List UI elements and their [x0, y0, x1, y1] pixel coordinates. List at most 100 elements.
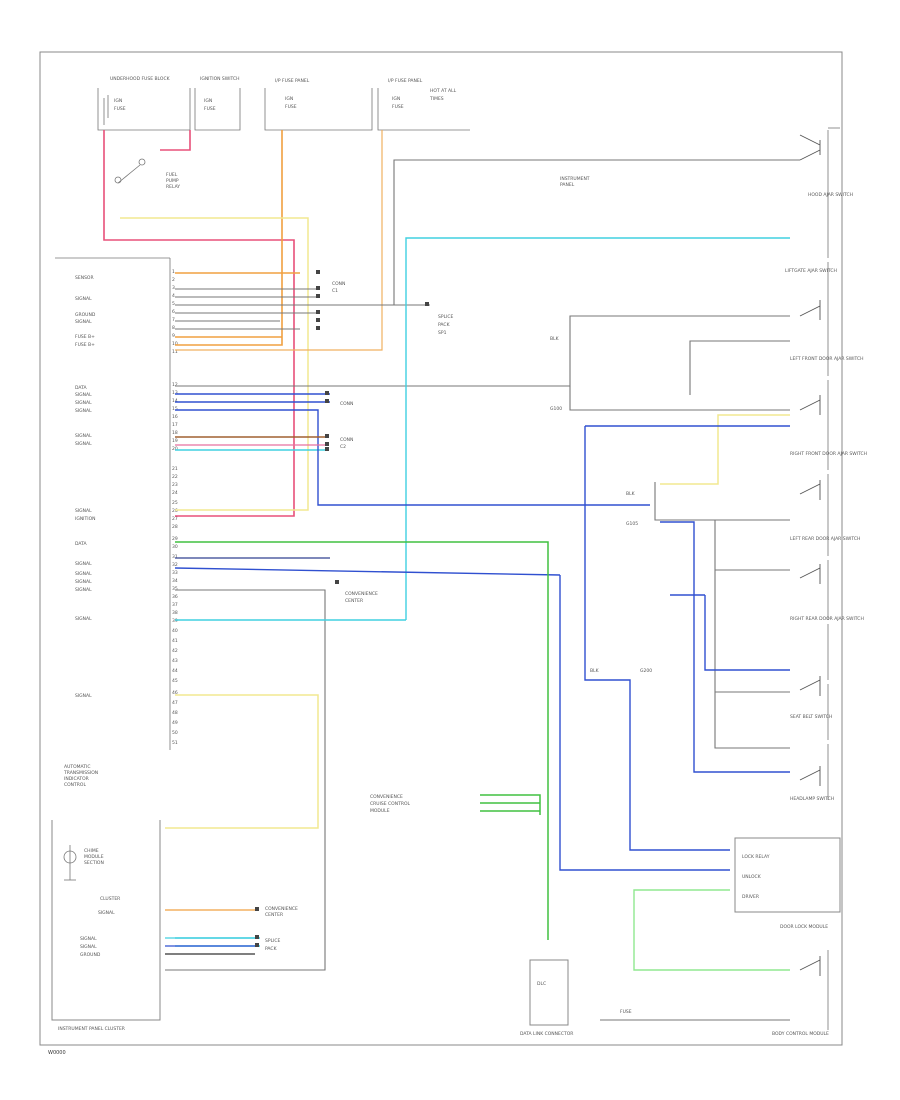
instrument-panel-cluster: CHIME MODULE SECTION CLUSTER SIGNAL SIGN…: [51, 820, 161, 1032]
wire-pink: [103, 130, 295, 517]
svg-text:FUEL: FUEL: [166, 172, 178, 178]
svg-text:FUSE: FUSE: [285, 104, 297, 110]
svg-text:2: 2: [172, 277, 175, 283]
svg-text:17: 17: [172, 422, 178, 428]
svg-text:PACK: PACK: [265, 946, 278, 952]
svg-text:34: 34: [172, 578, 178, 584]
svg-text:SIGNAL: SIGNAL: [75, 579, 92, 585]
wire-gray: [165, 159, 800, 1021]
svg-text:31: 31: [172, 554, 178, 560]
ipc-connector-labels: CONVENIENCE CENTER SPLICE PACK: [265, 906, 298, 952]
svg-text:IGNITION: IGNITION: [75, 516, 96, 522]
svg-text:MODULE: MODULE: [370, 808, 390, 814]
svg-text:SIGNAL: SIGNAL: [75, 616, 92, 622]
svg-text:9: 9: [172, 333, 175, 339]
fuse-block-1: UNDERHOOD FUSE BLOCK IGN FUSE: [97, 76, 191, 131]
svg-text:SIGNAL: SIGNAL: [80, 936, 97, 942]
svg-text:5: 5: [172, 301, 175, 307]
svg-text:SP1: SP1: [438, 330, 447, 336]
svg-text:SIGNAL: SIGNAL: [75, 571, 92, 577]
svg-text:HOT AT ALL: HOT AT ALL: [430, 88, 457, 94]
svg-text:4: 4: [172, 293, 175, 299]
svg-text:SPLICE: SPLICE: [265, 938, 281, 944]
svg-text:G200: G200: [640, 668, 652, 674]
svg-text:SIGNAL: SIGNAL: [75, 433, 92, 439]
svg-text:6: 6: [172, 309, 175, 315]
svg-text:BLK: BLK: [626, 491, 636, 497]
wire-yellow: [120, 217, 790, 829]
svg-text:18: 18: [172, 430, 178, 436]
svg-text:12: 12: [172, 382, 178, 388]
svg-text:19: 19: [172, 438, 178, 444]
switch-symbols: [799, 134, 821, 976]
left-front-door-label: LEFT FRONT DOOR AJAR SWITCH: [790, 356, 864, 362]
svg-text:22: 22: [172, 474, 178, 480]
svg-text:GROUND: GROUND: [75, 312, 96, 318]
door-lock-module: LOCK RELAY UNLOCK DRIVER DOOR LOCK MODUL…: [734, 837, 841, 930]
svg-text:35: 35: [172, 586, 178, 592]
svg-text:20: 20: [172, 446, 178, 452]
wire-blue: [174, 393, 790, 871]
svg-text:21: 21: [172, 466, 178, 472]
inline-connectors: [316, 270, 429, 584]
svg-text:16: 16: [172, 414, 178, 420]
svg-text:FUSE: FUSE: [114, 106, 126, 112]
svg-text:7: 7: [172, 317, 175, 323]
svg-text:INDICATOR: INDICATOR: [64, 776, 89, 782]
svg-text:41: 41: [172, 638, 178, 644]
bcm-label: BODY CONTROL MODULE: [772, 1031, 829, 1037]
figure-code: W0000: [48, 1050, 66, 1056]
svg-text:FUSE B+: FUSE B+: [75, 342, 95, 348]
svg-text:INSTRUMENT: INSTRUMENT: [560, 176, 590, 182]
seat-belt-label: SEAT BELT SWITCH: [790, 714, 832, 720]
svg-text:27: 27: [172, 516, 178, 522]
svg-text:SIGNAL: SIGNAL: [75, 441, 92, 447]
svg-text:CONN: CONN: [340, 401, 353, 407]
fuse-panel-a-label: I/P FUSE PANEL: [275, 78, 310, 84]
svg-text:SIGNAL: SIGNAL: [80, 944, 97, 950]
svg-text:PANEL: PANEL: [560, 182, 575, 188]
svg-text:SIGNAL: SIGNAL: [75, 693, 92, 699]
svg-text:SPLICE: SPLICE: [438, 314, 454, 320]
svg-text:28: 28: [172, 524, 178, 530]
svg-text:CHIME: CHIME: [84, 848, 99, 854]
svg-text:13: 13: [172, 390, 178, 396]
hood-ajar-label: HOOD AJAR SWITCH: [808, 192, 853, 198]
right-front-door-label: RIGHT FRONT DOOR AJAR SWITCH: [790, 451, 867, 457]
svg-text:CONN: CONN: [332, 281, 345, 287]
svg-text:DATA: DATA: [75, 385, 88, 391]
svg-text:CENTER: CENTER: [345, 598, 363, 604]
ipc-wires: [165, 909, 255, 955]
svg-text:LOCK RELAY: LOCK RELAY: [742, 854, 770, 860]
svg-text:FUSE: FUSE: [620, 1009, 632, 1015]
svg-text:32: 32: [172, 562, 178, 568]
svg-text:SENSOR: SENSOR: [75, 275, 94, 281]
svg-text:C1: C1: [332, 288, 338, 294]
svg-text:DLC: DLC: [537, 981, 546, 987]
wire-green: [175, 541, 549, 940]
svg-text:49: 49: [172, 720, 178, 726]
svg-text:43: 43: [172, 658, 178, 664]
svg-text:40: 40: [172, 628, 178, 634]
pcm-connector-labels: SENSOR SIGNAL GROUND SIGNAL FUSE B+ FUSE…: [55, 257, 170, 788]
svg-text:15: 15: [172, 406, 178, 412]
ipc-label: INSTRUMENT PANEL CLUSTER: [58, 1026, 125, 1032]
svg-text:46: 46: [172, 690, 178, 696]
svg-text:48: 48: [172, 710, 178, 716]
svg-text:30: 30: [172, 544, 178, 550]
diagram-border: [39, 51, 843, 1046]
ipc-connectors: [255, 907, 259, 947]
wire-lightgreen: [633, 889, 790, 971]
svg-text:DRIVER: DRIVER: [742, 894, 759, 900]
fuse-block-1-label: UNDERHOOD FUSE BLOCK: [110, 76, 171, 82]
svg-text:FUSE: FUSE: [204, 106, 216, 112]
svg-text:C2: C2: [340, 444, 346, 450]
svg-text:IGN: IGN: [392, 96, 400, 102]
svg-text:IGN: IGN: [204, 98, 212, 104]
svg-text:26: 26: [172, 508, 178, 514]
svg-text:CRUISE CONTROL: CRUISE CONTROL: [370, 801, 410, 807]
fuse-panel-b-label: I/P FUSE PANEL: [388, 78, 423, 84]
svg-text:37: 37: [172, 602, 178, 608]
svg-text:CONVENIENCE: CONVENIENCE: [370, 794, 403, 800]
fuse-panel-b: I/P FUSE PANEL IGN FUSE HOT AT ALL TIMES: [377, 78, 470, 131]
